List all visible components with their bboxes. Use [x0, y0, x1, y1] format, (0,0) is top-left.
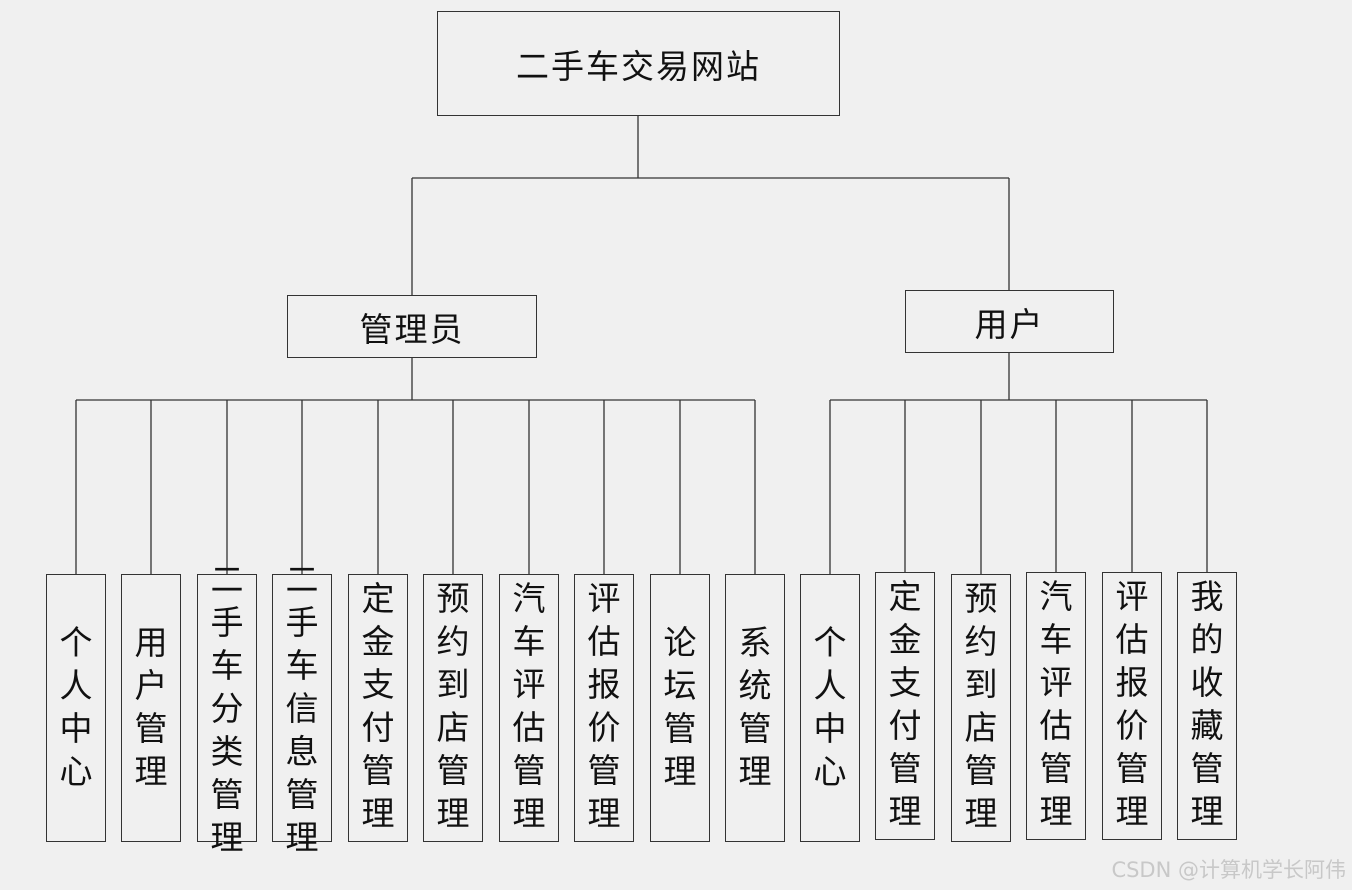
leaf-label: 用户管理 — [134, 623, 168, 791]
admin-leaf-node: 二手车信息管理 — [272, 560, 332, 857]
admin-leaf-node: 二手车分类管理 — [197, 560, 257, 857]
leaf-label: 系统管理 — [738, 623, 772, 791]
leaf-label: 个人中心 — [813, 623, 847, 791]
admin-leaf-node: 预约到店管理 — [423, 574, 483, 842]
admin-label: 管理员 — [359, 309, 465, 349]
root-label: 二手车交易网站 — [516, 46, 761, 86]
admin-leaf-node: 系统管理 — [725, 574, 785, 842]
user-leaf-node: 定金支付管理 — [875, 572, 935, 840]
leaf-label: 论坛管理 — [663, 623, 697, 791]
admin-leaf-node: 用户管理 — [121, 574, 181, 842]
user-leaf-node: 汽车评估管理 — [1026, 572, 1086, 840]
admin-leaf-node: 论坛管理 — [650, 574, 710, 842]
leaf-label: 预约到店管理 — [436, 579, 470, 833]
leaf-label: 汽车评估管理 — [512, 579, 546, 833]
user-label: 用户 — [974, 304, 1045, 344]
admin-leaf-node: 汽车评估管理 — [499, 574, 559, 842]
admin-leaf-node: 定金支付管理 — [348, 574, 408, 842]
user-leaf-node: 我的收藏管理 — [1177, 572, 1237, 840]
admin-node: 管理员 — [287, 295, 537, 358]
user-node: 用户 — [905, 290, 1114, 353]
user-leaf-node: 预约到店管理 — [951, 574, 1011, 842]
leaf-label: 个人中心 — [59, 623, 93, 791]
user-leaf-node: 评估报价管理 — [1102, 572, 1162, 840]
leaf-label: 我的收藏管理 — [1190, 577, 1224, 831]
leaf-label: 汽车评估管理 — [1039, 577, 1073, 831]
leaf-label: 二手车信息管理 — [285, 560, 319, 857]
user-leaf-node: 个人中心 — [800, 574, 860, 842]
leaf-label: 评估报价管理 — [587, 579, 621, 833]
watermark: CSDN @计算机学长阿伟 — [1111, 858, 1346, 882]
leaf-label: 评估报价管理 — [1115, 577, 1149, 831]
leaf-label: 定金支付管理 — [361, 579, 395, 833]
admin-leaf-node: 个人中心 — [46, 574, 106, 842]
leaf-label: 定金支付管理 — [888, 577, 922, 831]
leaf-label: 二手车分类管理 — [210, 560, 244, 857]
root-node: 二手车交易网站 — [437, 11, 840, 116]
admin-leaf-node: 评估报价管理 — [574, 574, 634, 842]
leaf-label: 预约到店管理 — [964, 579, 998, 833]
